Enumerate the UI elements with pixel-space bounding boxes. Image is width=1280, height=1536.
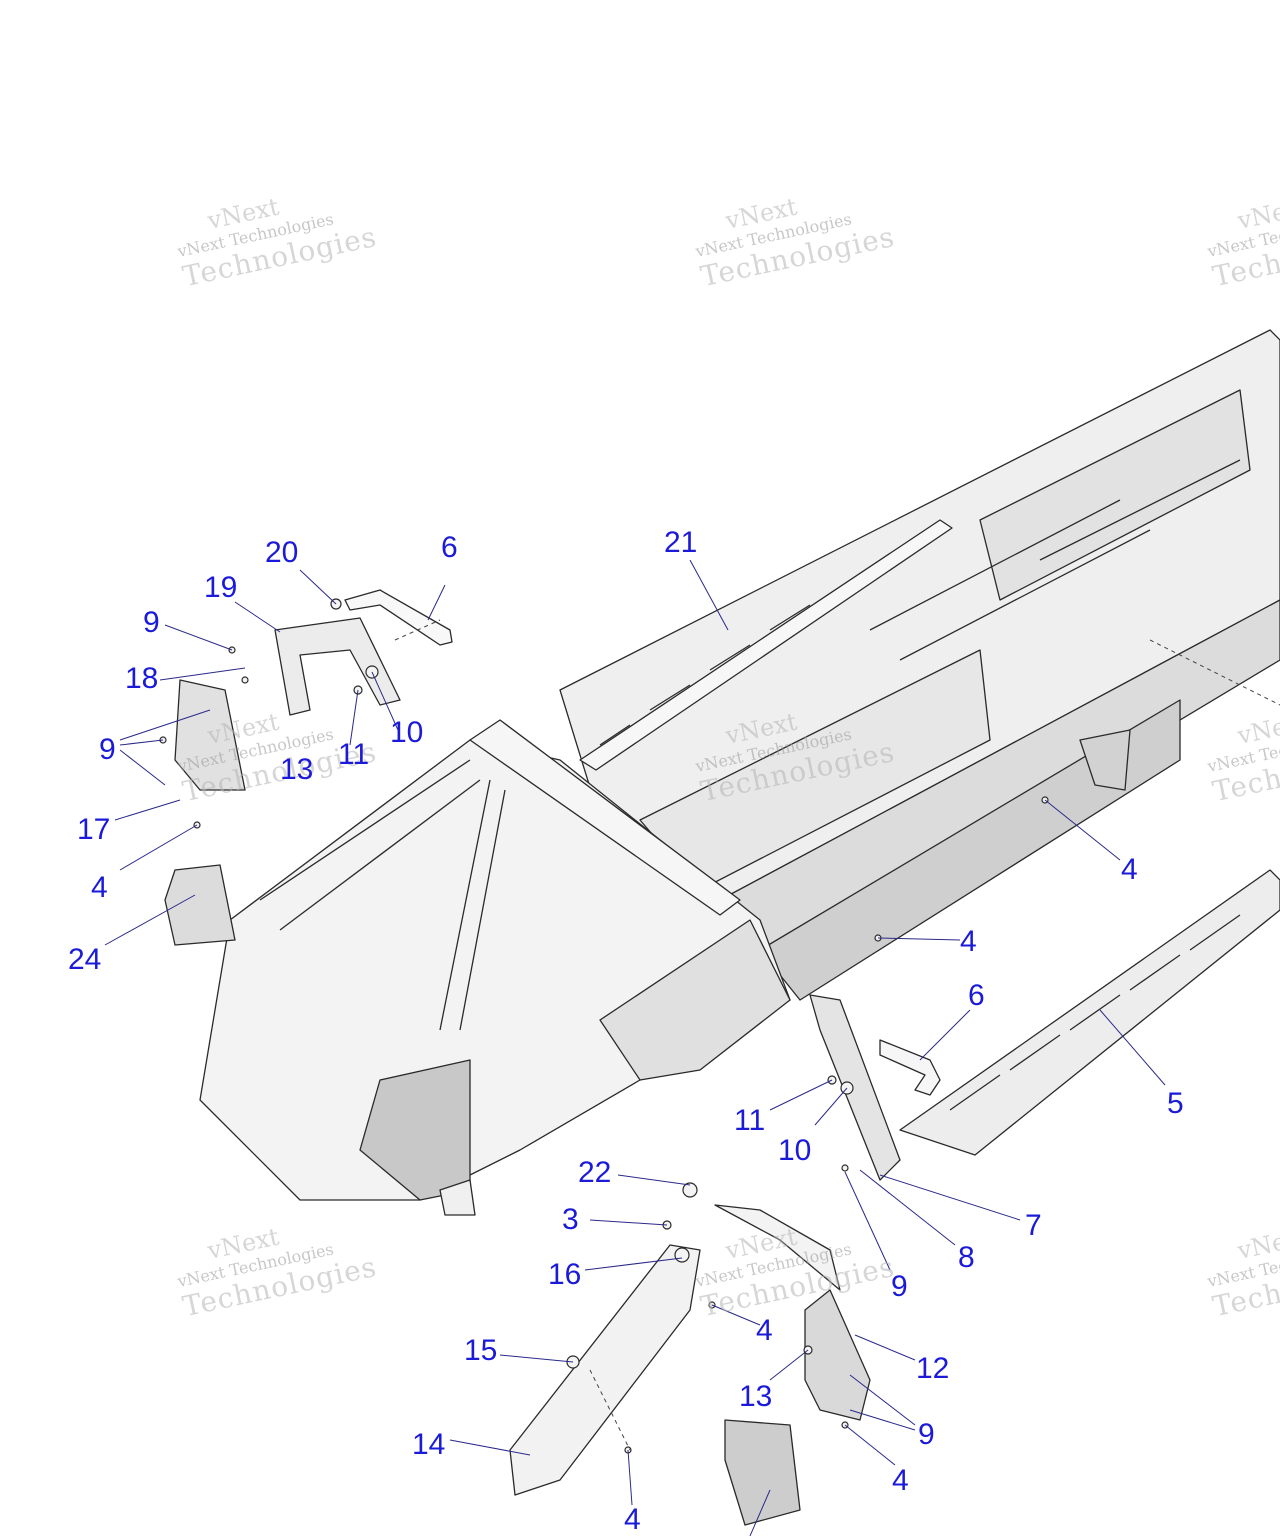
callout-4-bottom: 4 — [624, 1503, 641, 1536]
a-frame-left — [259, 759, 481, 931]
upper-rail-windows — [599, 604, 811, 746]
callout-15: 15 — [464, 1334, 498, 1367]
fastener-18 — [241, 676, 249, 684]
callout-6-lower: 6 — [968, 979, 985, 1012]
callout-7: 7 — [1025, 1209, 1042, 1242]
upper-rail — [579, 519, 953, 771]
callout-12: 12 — [916, 1352, 950, 1385]
callout-18: 18 — [125, 662, 159, 695]
plate-17 — [174, 679, 246, 791]
panel-12 — [804, 1289, 871, 1421]
callout-20: 20 — [265, 536, 299, 569]
callout-11-upper: 11 — [338, 738, 370, 771]
lower-mount — [439, 1179, 476, 1216]
callout-17: 17 — [77, 813, 111, 846]
callout-9-upper: 9 — [143, 606, 160, 639]
leader-lines — [104, 559, 1166, 1536]
side-bracket-7 — [809, 994, 901, 1181]
cover-24 — [164, 864, 236, 946]
rear-bracket — [1079, 729, 1131, 791]
callout-24: 24 — [68, 943, 102, 976]
callout-8: 8 — [958, 1241, 975, 1274]
callout-4-bottom-right: 4 — [892, 1464, 909, 1497]
callout-4-left: 4 — [91, 871, 108, 904]
callout-22: 22 — [578, 1156, 612, 1189]
tunnel-panel-2 — [979, 389, 1251, 601]
callout-4-tunnel: 4 — [1121, 853, 1138, 886]
callout-10-upper: 10 — [390, 716, 424, 749]
callout-11-lower: 11 — [734, 1104, 766, 1137]
tunnel-lower-side — [759, 699, 1181, 1001]
callout-21: 21 — [664, 526, 698, 559]
clip-22 — [682, 1182, 698, 1198]
arm-12 — [714, 1204, 841, 1291]
bracket-19 — [274, 617, 401, 716]
fastener-9-right — [841, 1164, 849, 1172]
callout-6-upper: 6 — [441, 531, 458, 564]
chassis-drawing — [164, 329, 1280, 1526]
callout-13-upper: 13 — [280, 753, 314, 786]
running-board — [899, 869, 1280, 1156]
dashed-guides — [394, 619, 1280, 1451]
callout-13-lower: 13 — [739, 1380, 773, 1413]
handle-6-left — [344, 589, 453, 646]
panel-14 — [509, 1244, 701, 1496]
cover-bottom — [724, 1419, 801, 1526]
callout-14: 14 — [412, 1428, 446, 1461]
callout-4-lower: 4 — [756, 1314, 773, 1347]
callout-5: 5 — [1167, 1087, 1184, 1120]
callout-10-lower: 10 — [778, 1134, 812, 1167]
callout-19: 19 — [204, 571, 238, 604]
callout-16: 16 — [548, 1258, 582, 1291]
tunnel-rib — [869, 459, 1241, 661]
callout-9-left: 9 — [99, 733, 116, 766]
callout-3: 3 — [562, 1203, 579, 1236]
steering-post — [469, 719, 741, 916]
a-frame-right — [439, 779, 506, 1031]
running-board-slots — [949, 914, 1241, 1111]
callout-4-mid: 4 — [960, 925, 977, 958]
side-plate — [599, 919, 791, 1081]
bushing-16 — [674, 1247, 690, 1263]
callout-9-bottom: 9 — [918, 1418, 935, 1451]
handle-6-right — [879, 1039, 941, 1096]
callout-9-lower: 9 — [891, 1270, 908, 1303]
